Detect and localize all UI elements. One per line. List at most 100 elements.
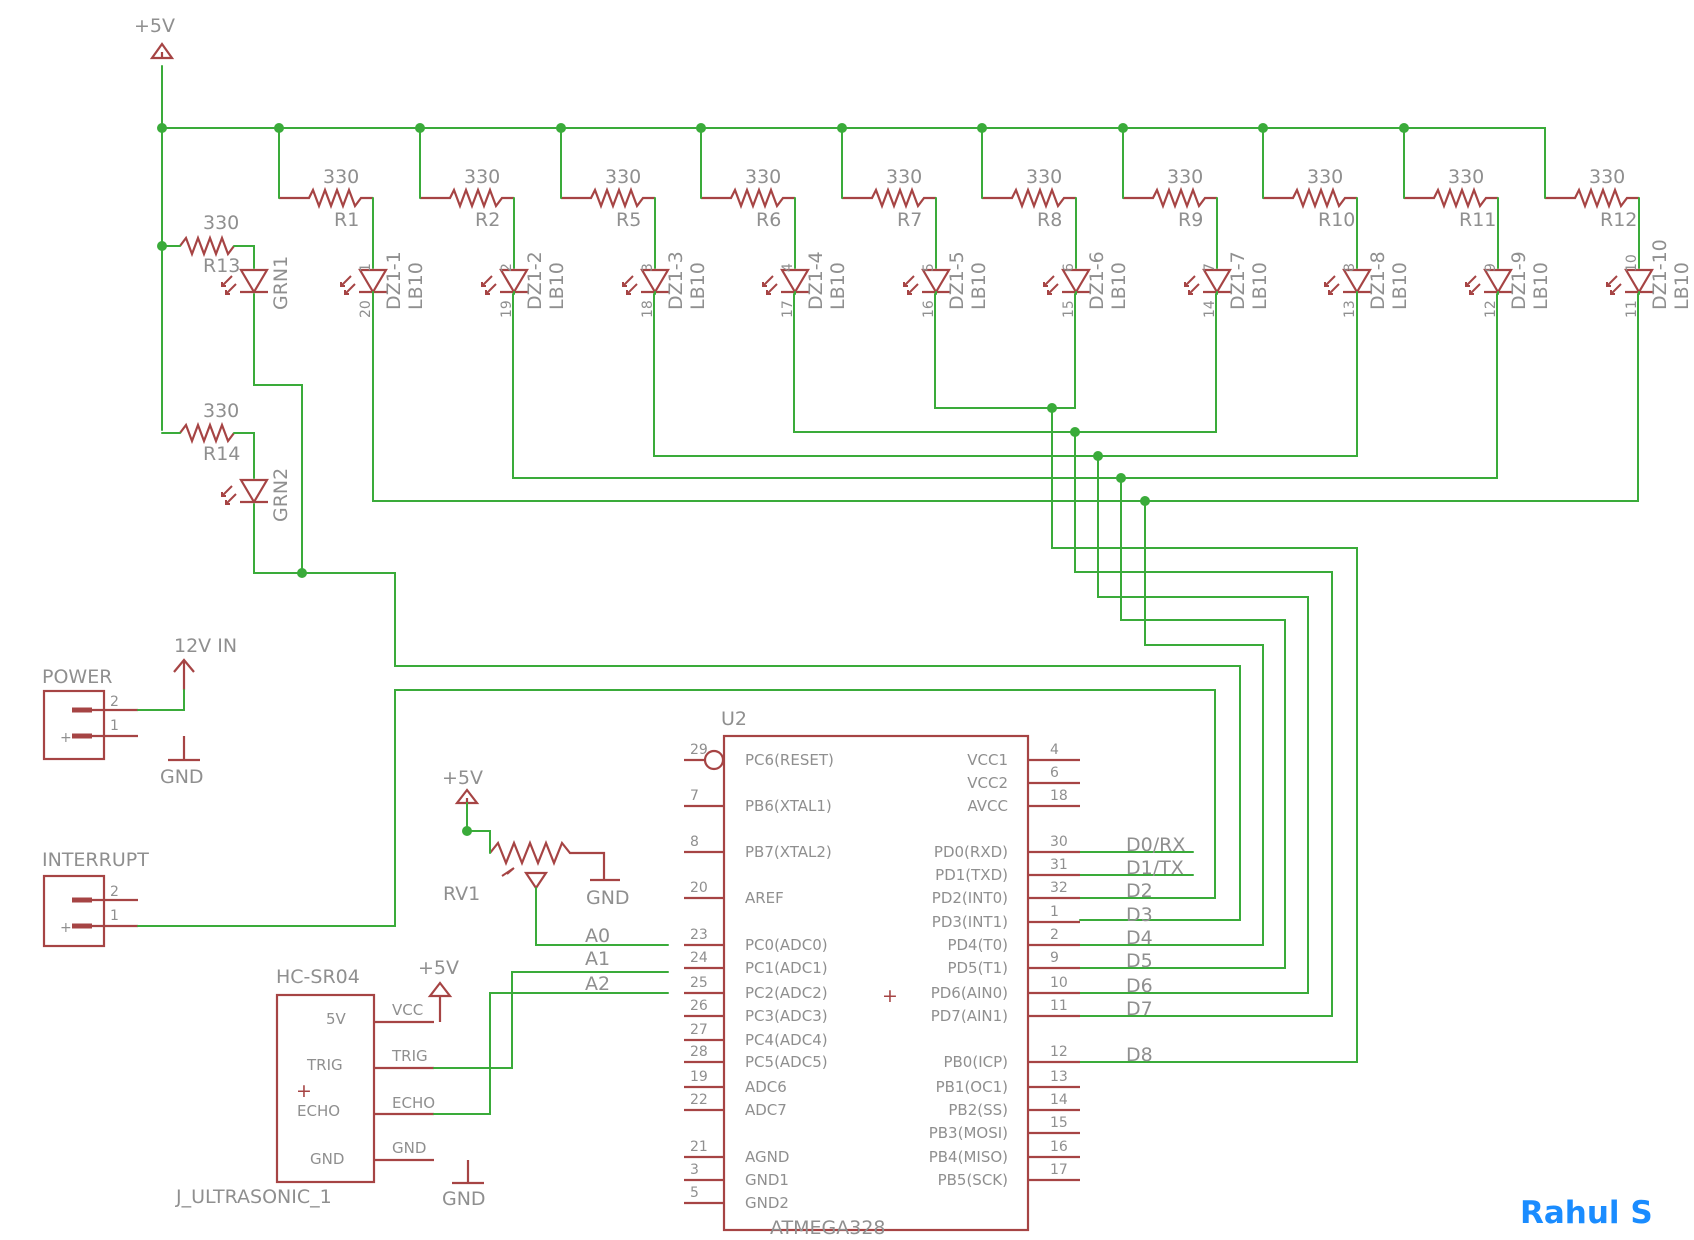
pin-name: PD0(RXD) [934,843,1008,861]
pin-number: 16 [1050,1139,1068,1155]
led-segment [1465,268,1513,295]
interrupt-pin2: 2 [110,884,119,900]
resistor-zigzag [1545,186,1639,210]
resistor-zigzag [701,186,795,210]
pin-name: PC1(ADC1) [745,959,828,977]
pin-name: GND1 [745,1171,789,1189]
led-pin-cathode: 12 [1483,300,1499,318]
resistor-zigzag [1263,186,1357,210]
led-segment [762,268,810,295]
led-pin-anode: 9 [1483,263,1499,272]
resistor-zigzag [279,186,373,210]
ultrasonic-net-echo: ECHO [392,1094,435,1112]
mcu-plus: + [882,985,898,1007]
pin-number: 8 [690,834,699,850]
pin-name: PB5(SCK) [938,1171,1008,1189]
led-pin-anode: 10 [1624,254,1640,272]
led-segment [1324,268,1372,295]
pin-number: 31 [1050,857,1068,873]
led-segment-value: LB10 [1530,262,1552,310]
rv1-label: RV1 [443,883,480,905]
ultrasonic-gnd-label: GND [442,1188,486,1210]
pin-number: 21 [690,1139,708,1155]
ultrasonic-net-gnd: GND [392,1139,426,1157]
led-segment-value: LB10 [1671,262,1693,310]
led-segment-name: DZ1-6 [1086,251,1108,310]
led-segment [903,268,951,295]
r14-value: 330 [203,400,239,422]
led-pin-cathode: 19 [499,300,515,318]
led-segment-name: DZ1-9 [1508,251,1530,310]
mcu-ref: U2 [721,708,747,730]
led-segment [481,268,529,295]
ultrasonic-module: HC-SR04 5V TRIG ECHO GND + VCC TRIG ECHO… [175,957,486,1210]
pin-number: 23 [690,927,708,943]
pin-name: PC3(ADC3) [745,1007,828,1025]
pin-name: PD1(TXD) [935,866,1008,884]
analog-net-label: A0 [585,925,610,947]
pin-name: PD2(INT0) [932,889,1008,907]
top-vcc-supply: +5V [134,15,175,60]
led-segment-value: LB10 [1249,262,1271,310]
pin-number: 19 [690,1069,708,1085]
resistor-value: 330 [745,166,781,188]
power-gnd-label: GND [160,766,204,788]
pin-name: AREF [745,889,784,907]
pin-number: 15 [1050,1115,1068,1131]
led-pin-cathode: 16 [921,300,937,318]
pot-gnd-label: GND [586,887,630,909]
pin-number: 3 [690,1162,699,1178]
resistor-value: 330 [323,166,359,188]
power-conn-label: POWER [42,666,112,688]
digital-net-label: D0/RX [1126,834,1185,856]
pot-vcc-label: +5V [442,767,483,789]
resistor-ref: R1 [334,209,359,231]
pin-number: 10 [1050,975,1068,991]
led-segment-value: LB10 [827,262,849,310]
ultrasonic-pin-echo: ECHO [297,1102,340,1120]
pin-name: PD4(T0) [947,936,1008,954]
led-pin-anode: 5 [921,263,937,272]
resistor-ref: R7 [897,209,922,231]
interrupt-plus: + [60,920,72,936]
pin-number: 5 [690,1185,699,1201]
pin-number: 2 [1050,927,1059,943]
pin-name: AVCC [967,797,1008,815]
led-pin-cathode: 14 [1202,300,1218,318]
interrupt-conn-label: INTERRUPT [42,849,149,871]
led-segment-name: DZ1-7 [1227,251,1249,310]
power-connector: POWER 2 1 + 12V IN GND [42,635,237,788]
led-segment-name: DZ1-10 [1649,239,1671,310]
led-pin-anode: 2 [499,263,515,272]
resistor-value: 330 [1589,166,1625,188]
ultrasonic-vcc-label: +5V [418,957,459,979]
pin-number: 22 [690,1092,708,1108]
ultrasonic-plus: + [296,1080,312,1102]
led-segment-value: LB10 [1108,262,1130,310]
pin-name: AGND [745,1148,789,1166]
led-segment-name: DZ1-3 [665,251,687,310]
